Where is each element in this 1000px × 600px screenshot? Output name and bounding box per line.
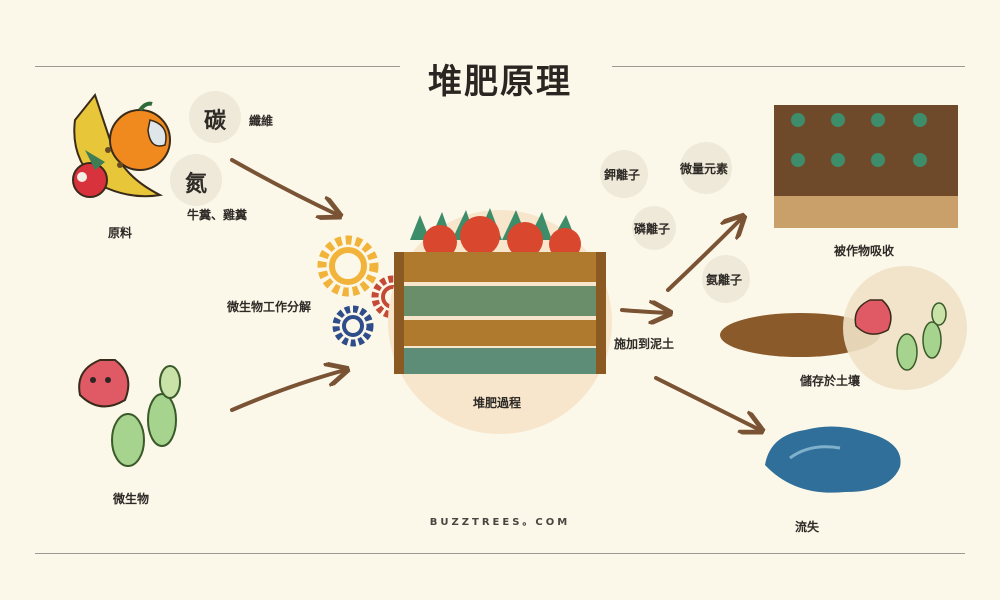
raw-materials-label: 原料 [108,226,133,240]
nutrient-trace: 微量元素 [680,162,729,176]
nutrient-potassium: 鉀離子 [604,168,641,182]
nutrient-phosphorus: 磷離子 [634,222,671,236]
crate-label: 堆肥過程 [473,396,522,410]
microbe-label: 微生物 [113,492,150,506]
soil-label: 儲存於土壤 [800,374,861,388]
soil-mound [720,266,967,390]
carbon-symbol: 碳 [203,109,226,134]
microbe-illustration [78,359,181,467]
plant-bed [774,105,958,228]
plants-label: 被作物吸收 [834,244,895,258]
nutrient-ammonium: 氨離子 [706,273,743,287]
gear-label: 微生物工作分解 [227,300,312,314]
nitrogen-example: 牛糞、雞糞 [187,208,248,222]
carbon-example: 纖維 [249,114,274,128]
footer-brand: BUZZTREES。COM [429,517,571,528]
nutrient-bubbles [170,91,750,303]
top-rule-right [612,66,965,67]
apply-label: 施加到泥土 [614,337,675,351]
compost-crate [388,208,612,434]
top-rule-left [35,66,400,67]
bottom-rule [35,553,965,554]
runoff-label: 流失 [795,520,820,534]
page-title: 堆肥原理 [428,62,572,102]
nitrogen-symbol: 氮 [184,172,207,197]
water-puddle [765,426,901,493]
fruit-illustration [72,92,171,198]
process-arrows [230,158,760,430]
